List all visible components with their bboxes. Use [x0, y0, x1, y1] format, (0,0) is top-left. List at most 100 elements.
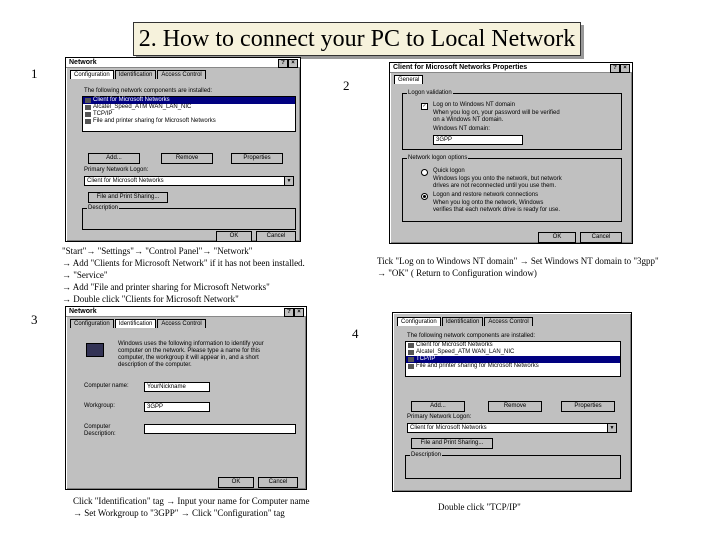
help-button[interactable]: ? [278, 59, 288, 68]
caption-step3-line: → Set Workgroup to "3GPP" → Click "Confi… [73, 508, 285, 518]
ok-button[interactable]: OK [218, 477, 254, 488]
step-number-4: 4 [352, 326, 359, 341]
close-button[interactable]: × [620, 64, 630, 73]
identification-desc: description of the computer. [118, 362, 192, 368]
adapter-icon [85, 105, 91, 110]
caption-step1-line: → Add "File and printer sharing for Micr… [62, 282, 270, 292]
chevron-down-icon: ▼ [607, 424, 616, 432]
window-title: Network [69, 308, 97, 315]
workgroup-input[interactable]: 3GPP [144, 402, 210, 412]
identification-desc: computer, the workgroup it will appear i… [118, 355, 259, 361]
identification-desc: Windows uses the following information t… [118, 341, 264, 347]
remove-button[interactable]: Remove [488, 401, 542, 412]
caption-step1-line: → Add "Clients for Microsoft Network" if… [62, 258, 305, 268]
quick-logon-desc: drives are not reconnected until you use… [433, 183, 557, 189]
caption-step2-line: → "OK" ( Return to Configuration window) [377, 268, 537, 278]
tab-configuration[interactable]: Configuration [70, 319, 114, 328]
description-label: Computer Description: [84, 424, 116, 437]
workgroup-label: Workgroup: [84, 403, 115, 409]
restore-label: Logon and restore network connections [433, 192, 539, 198]
primary-logon-select[interactable]: Client for Microsoft Networks▼ [84, 176, 294, 186]
description-group: Description [82, 205, 296, 230]
step-number-3: 3 [31, 312, 38, 327]
caption-step1-line: → "Service" [62, 270, 108, 280]
components-label: The following network components are ins… [407, 333, 536, 339]
logon-nt-checkbox[interactable]: ✓ [421, 103, 428, 110]
quick-logon-label: Quick logon [433, 168, 465, 174]
identification-desc: computer on the network. Please type a n… [118, 348, 261, 354]
caption-step4: Double click "TCP/IP" [438, 502, 521, 512]
step-number-2: 2 [343, 78, 350, 93]
quick-logon-desc: Windows logs you onto the network, but n… [433, 176, 562, 182]
tab-access-control[interactable]: Access Control [157, 70, 206, 79]
network-window-identification: Network ? × Configuration Identification… [65, 306, 307, 490]
restore-desc: When you log onto the network, Windows [433, 200, 544, 206]
ok-button[interactable]: OK [216, 231, 252, 241]
tab-general[interactable]: General [394, 75, 424, 84]
components-list: Client for Microsoft Networks Alcatel_Sp… [82, 96, 296, 132]
add-button[interactable]: Add... [411, 401, 465, 412]
list-item[interactable]: File and printer sharing for Microsoft N… [406, 363, 620, 370]
cancel-button[interactable]: Cancel [258, 477, 298, 488]
caption-step2-line: Tick "Log on to Windows NT domain" → Set… [377, 256, 659, 266]
service-icon [85, 119, 91, 124]
client-icon [408, 343, 414, 348]
window-title: Client for Microsoft Networks Properties [393, 64, 528, 71]
cancel-button[interactable]: Cancel [256, 231, 296, 241]
client-properties-window: Client for Microsoft Networks Properties… [389, 62, 633, 244]
description-group: Description [405, 452, 621, 479]
primary-logon-select[interactable]: Client for Microsoft Networks▼ [407, 423, 617, 433]
tab-configuration[interactable]: Configuration [397, 317, 441, 326]
network-window-config-2: Configuration Identification Access Cont… [392, 312, 632, 492]
components-list: Client for Microsoft Networks Alcatel_Sp… [405, 341, 621, 377]
list-item[interactable]: File and printer sharing for Microsoft N… [83, 118, 295, 125]
list-item[interactable]: Client for Microsoft Networks [406, 342, 620, 349]
network-window-config: Network ? × Configuration Identification… [65, 57, 301, 242]
remove-button[interactable]: Remove [161, 153, 213, 164]
description-input[interactable] [144, 424, 296, 434]
chevron-down-icon: ▼ [284, 177, 293, 185]
list-item[interactable]: TCP/IP [406, 356, 620, 363]
properties-button[interactable]: Properties [561, 401, 615, 412]
close-button[interactable]: × [294, 308, 304, 317]
file-sharing-button[interactable]: File and Print Sharing... [88, 192, 168, 203]
list-item[interactable]: Alcatel_Speed_ATM WAN_LAN_NIC [83, 104, 295, 111]
file-sharing-button[interactable]: File and Print Sharing... [411, 438, 493, 449]
caption-step3-line: Click "Identification" tag → Input your … [73, 496, 310, 506]
list-item[interactable]: Alcatel_Speed_ATM WAN_LAN_NIC [406, 349, 620, 356]
tab-identification[interactable]: Identification [114, 70, 157, 79]
cancel-button[interactable]: Cancel [580, 232, 622, 243]
tab-access-control[interactable]: Access Control [484, 317, 533, 326]
tab-identification[interactable]: Identification [114, 319, 157, 328]
restore-desc: verifies that each network drive is read… [433, 207, 561, 213]
protocol-icon [85, 112, 91, 117]
restore-connections-radio[interactable] [421, 193, 428, 200]
logon-nt-label: Log on to Windows NT domain [433, 102, 515, 108]
ok-button[interactable]: OK [538, 232, 576, 243]
logon-nt-desc: When you log on, your password will be v… [433, 110, 560, 116]
domain-input[interactable]: 3GPP [433, 135, 523, 145]
window-title: Network [69, 59, 97, 66]
logon-nt-desc: on a Windows NT domain. [433, 117, 504, 123]
add-button[interactable]: Add... [88, 153, 140, 164]
logon-validation-group: Logon validation ✓ Log on to Windows NT … [402, 90, 622, 150]
computer-icon [86, 343, 104, 357]
computer-name-label: Computer name: [84, 383, 129, 389]
protocol-icon [408, 357, 414, 362]
list-item[interactable]: Client for Microsoft Networks [83, 97, 295, 104]
quick-logon-radio[interactable] [421, 169, 428, 176]
close-button[interactable]: × [288, 59, 298, 68]
caption-step1-line: "Start"→ "Settings"→ "Control Panel"→ "N… [62, 246, 253, 256]
tab-access-control[interactable]: Access Control [157, 319, 206, 328]
logon-options-group: Network logon options Quick logon Window… [402, 155, 622, 222]
tab-configuration[interactable]: Configuration [70, 70, 114, 79]
components-label: The following network components are ins… [84, 88, 213, 94]
properties-button[interactable]: Properties [231, 153, 283, 164]
help-button[interactable]: ? [610, 64, 620, 73]
client-icon [85, 98, 91, 103]
step-number-1: 1 [31, 66, 38, 81]
tab-identification[interactable]: Identification [441, 317, 484, 326]
list-item[interactable]: TCP/IP [83, 111, 295, 118]
help-button[interactable]: ? [284, 308, 294, 317]
computer-name-input[interactable]: YourNickname [144, 382, 210, 392]
